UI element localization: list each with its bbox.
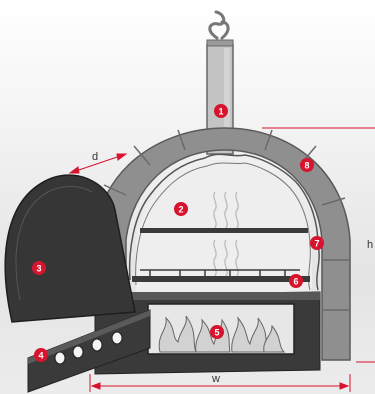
callout-6: 6 [289, 274, 303, 288]
svg-text:7: 7 [314, 239, 319, 249]
dimension-width [90, 374, 350, 392]
svg-text:2: 2 [178, 205, 183, 215]
dimension-d-label: d [92, 151, 98, 163]
smoke-icon [210, 12, 228, 38]
callout-3: 3 [32, 261, 46, 275]
callout-2: 2 [174, 202, 188, 216]
svg-text:4: 4 [38, 351, 43, 361]
callout-5: 5 [210, 325, 224, 339]
callout-4: 4 [34, 348, 48, 362]
svg-text:6: 6 [293, 277, 298, 287]
svg-text:1: 1 [218, 107, 223, 117]
callout-1: 1 [214, 104, 228, 118]
svg-text:8: 8 [304, 161, 309, 171]
dimension-w-label: w [211, 373, 220, 385]
callout-7: 7 [310, 236, 324, 250]
svg-text:3: 3 [36, 264, 41, 274]
upper-rack [140, 228, 308, 233]
svg-text:5: 5 [214, 328, 219, 338]
dimension-h-label: h [367, 239, 373, 251]
callout-8: 8 [300, 158, 314, 172]
